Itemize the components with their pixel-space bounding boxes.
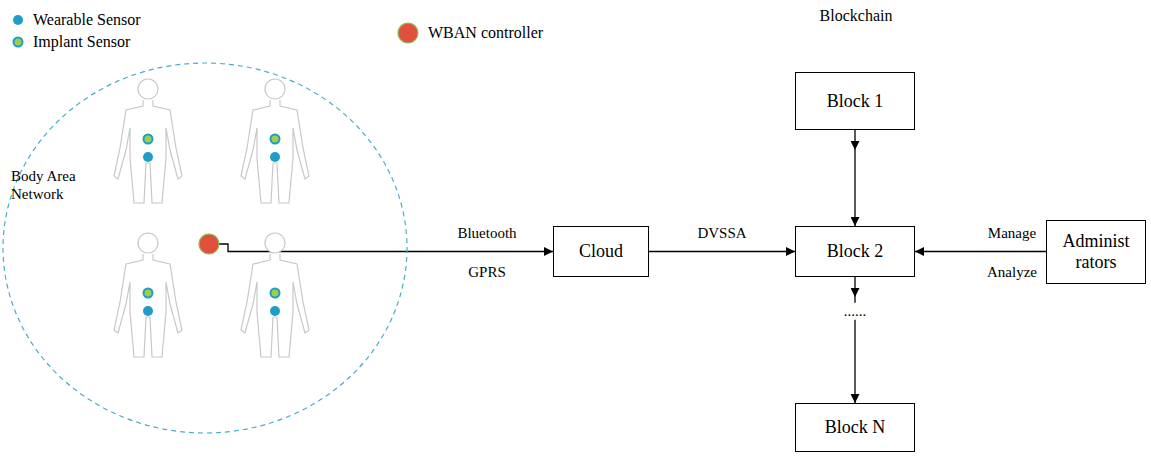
box-label: Cloud [579,241,623,262]
process-box: Block N [795,403,915,452]
legend-swatch-dot [13,15,23,25]
process-box: Block 1 [795,72,915,130]
legend-text: Wearable Sensor [33,11,141,29]
figure-head [265,233,285,253]
figure-head [138,79,158,99]
implant-sensor-dot [144,289,153,298]
process-box: Administ rators [1046,220,1146,284]
arrow-connector [915,251,1046,252]
wearable-sensor-dot [143,152,153,162]
figure-head [138,233,158,253]
figure-head [265,79,285,99]
arrow-connector [209,244,553,252]
box-label: Block N [825,417,886,438]
edge-label: Manage [988,225,1036,242]
wearable-sensor-dot [143,306,153,316]
process-box: Cloud [553,226,649,277]
edge-label: ...... [842,303,869,320]
figure-body [114,100,182,203]
figure-body [114,254,182,357]
human-figure [114,79,182,203]
legend-swatch [396,21,420,45]
box-label: Block 1 [827,91,884,112]
arrow-connector [649,251,795,252]
legend-text: Implant Sensor [33,33,130,51]
arrow-connector [854,130,855,226]
edge-label: DVSSA [697,225,746,242]
edge-label: Analyze [987,264,1037,281]
dashed-ellipse [2,62,408,434]
wearable-sensor-dot [270,152,280,162]
arrow-connector [854,277,855,403]
edge-label: GPRS [468,264,506,281]
human-figure [241,79,309,203]
box-label: Block 2 [827,241,884,262]
box-label: Administ rators [1053,231,1139,272]
legend-swatch [11,35,25,49]
edge-label: Bluetooth [457,225,516,242]
legend-entry: Wearable Sensor [11,9,141,31]
figure-body [241,100,309,203]
implant-sensor-dot [271,135,280,144]
legend-entry: Implant Sensor [11,31,130,53]
wban-controller [199,234,219,254]
human-figure [241,233,309,357]
legend-entry: WBAN controller [396,22,543,44]
group-heading: Blockchain [820,7,893,25]
legend-swatch-dot [14,38,23,47]
legend-swatch [11,13,25,27]
implant-sensor-dot [271,289,280,298]
wearable-sensor-dot [270,306,280,316]
human-figure [114,233,182,357]
network-region: Body Area Network [2,62,408,434]
legend-swatch-dot [398,23,418,43]
region-label: Body Area Network [11,167,91,203]
legend-text: WBAN controller [428,24,543,42]
implant-sensor-dot [144,135,153,144]
process-box: Block 2 [795,226,915,277]
figure-body [241,254,309,357]
